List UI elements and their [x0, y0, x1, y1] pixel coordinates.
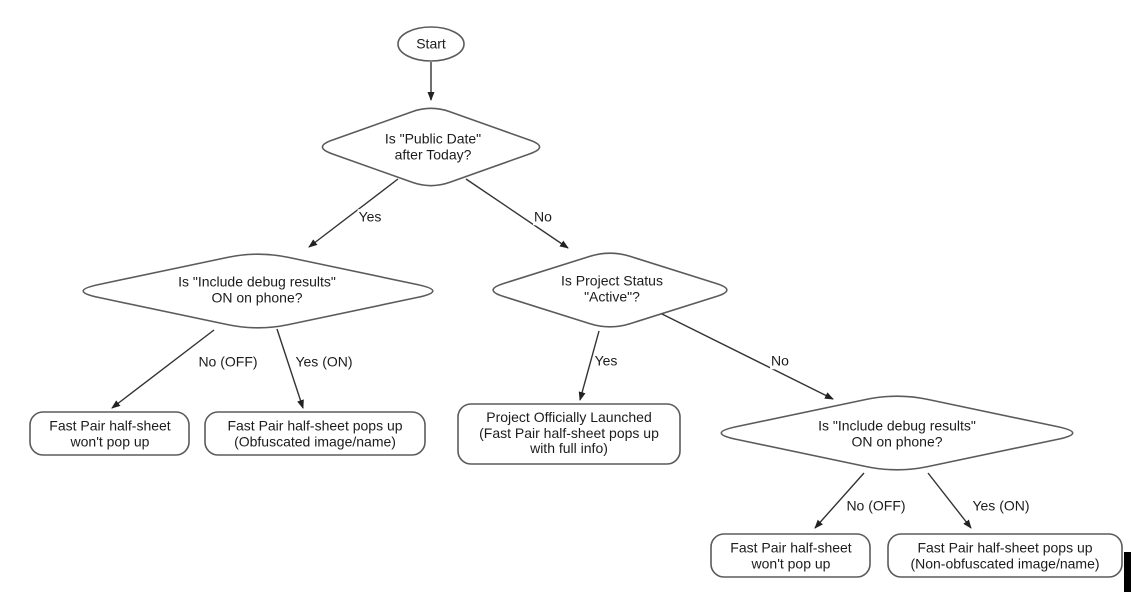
label-line: ON on phone? [211, 289, 303, 305]
outcome-non-obfuscated-label: Fast Pair half-sheet pops up (Non-obfusc… [910, 539, 1100, 572]
decision-public-date-label: Is "Public Date" after Today? [384, 130, 482, 163]
arrow-debug-left-no-off [111, 329, 215, 409]
label-line: Is "Include debug results" [818, 417, 976, 434]
decision-debug-right-shape [720, 395, 1074, 471]
outcome-obfuscated-shape [204, 411, 426, 456]
outcome-no-popup-left-label: Fast Pair half-sheet won't pop up [49, 417, 171, 450]
outcome-no-popup-left-shape [29, 411, 190, 456]
arrow-public-date-no [465, 178, 569, 249]
edge-label-public-date-yes: Yes [357, 208, 383, 225]
decision-debug-left-shape [82, 253, 434, 329]
outcome-non-obfuscated-shape [887, 533, 1123, 578]
arrow-debug-right-no-off [814, 472, 865, 529]
outcome-no-popup-right-shape [710, 533, 871, 578]
outcome-obfuscated-label: Fast Pair half-sheet pops up (Obfuscated… [227, 417, 403, 450]
edge-label-public-date-no: No [533, 208, 553, 225]
label-line: Fast Pair half-sheet pops up [917, 539, 1093, 556]
arrow-project-status-no [661, 313, 834, 400]
decision-debug-left-label: Is "Include debug results" ON on phone? [178, 273, 336, 306]
edge-label-debug-left-yes-on: Yes (ON) [294, 353, 354, 370]
edge-label-debug-left-no-off: No (OFF) [197, 353, 259, 370]
edge-label-debug-right-yes-on: Yes (ON) [971, 497, 1031, 514]
label-line: Project Officially Launched [486, 408, 652, 425]
label-line: Fast Pair half-sheet [730, 539, 852, 556]
label-line: ON on phone? [851, 433, 943, 449]
decision-debug-right-label: Is "Include debug results" ON on phone? [818, 417, 976, 450]
edge-label-project-status-yes: Yes [593, 352, 619, 369]
label-line: "Active"? [584, 288, 640, 304]
arrow-public-date-yes [308, 178, 399, 248]
label-line: Fast Pair half-sheet [49, 417, 171, 434]
label-line: Is "Public Date" [384, 130, 482, 147]
start-node-label: Start [416, 36, 446, 52]
outcome-launched-label: Project Officially Launched (Fast Pair h… [479, 408, 659, 457]
decision-public-date-shape [321, 107, 541, 187]
arrow-debug-left-yes-on [276, 328, 304, 409]
edge-label-project-status-no: No [770, 352, 790, 369]
arrow-project-status-yes [578, 330, 600, 401]
outcome-no-popup-right-label: Fast Pair half-sheet won't pop up [730, 539, 852, 572]
label-line: Is "Include debug results" [178, 273, 336, 290]
label-line: (Non-obfuscated image/name) [910, 555, 1100, 571]
text-caret [1124, 552, 1131, 592]
label-line: (Obfuscated image/name) [234, 433, 396, 449]
start-node-shape [397, 26, 465, 62]
label-line: Is Project Status [561, 272, 663, 289]
label-line: with full info) [530, 439, 608, 456]
label-line: Start [416, 35, 446, 52]
label-line: won't pop up [751, 555, 831, 571]
edge-label-debug-right-no-off: No (OFF) [845, 497, 907, 514]
label-line: after Today? [394, 146, 472, 162]
decision-project-status-label: Is Project Status "Active"? [561, 272, 663, 305]
label-line: (Fast Pair half-sheet pops up [479, 424, 659, 441]
label-line: Fast Pair half-sheet pops up [227, 417, 403, 434]
outcome-launched-shape [457, 403, 681, 465]
label-line: won't pop up [70, 433, 150, 449]
arrow-debug-right-yes-on [927, 472, 972, 529]
decision-project-status-shape [492, 252, 728, 328]
